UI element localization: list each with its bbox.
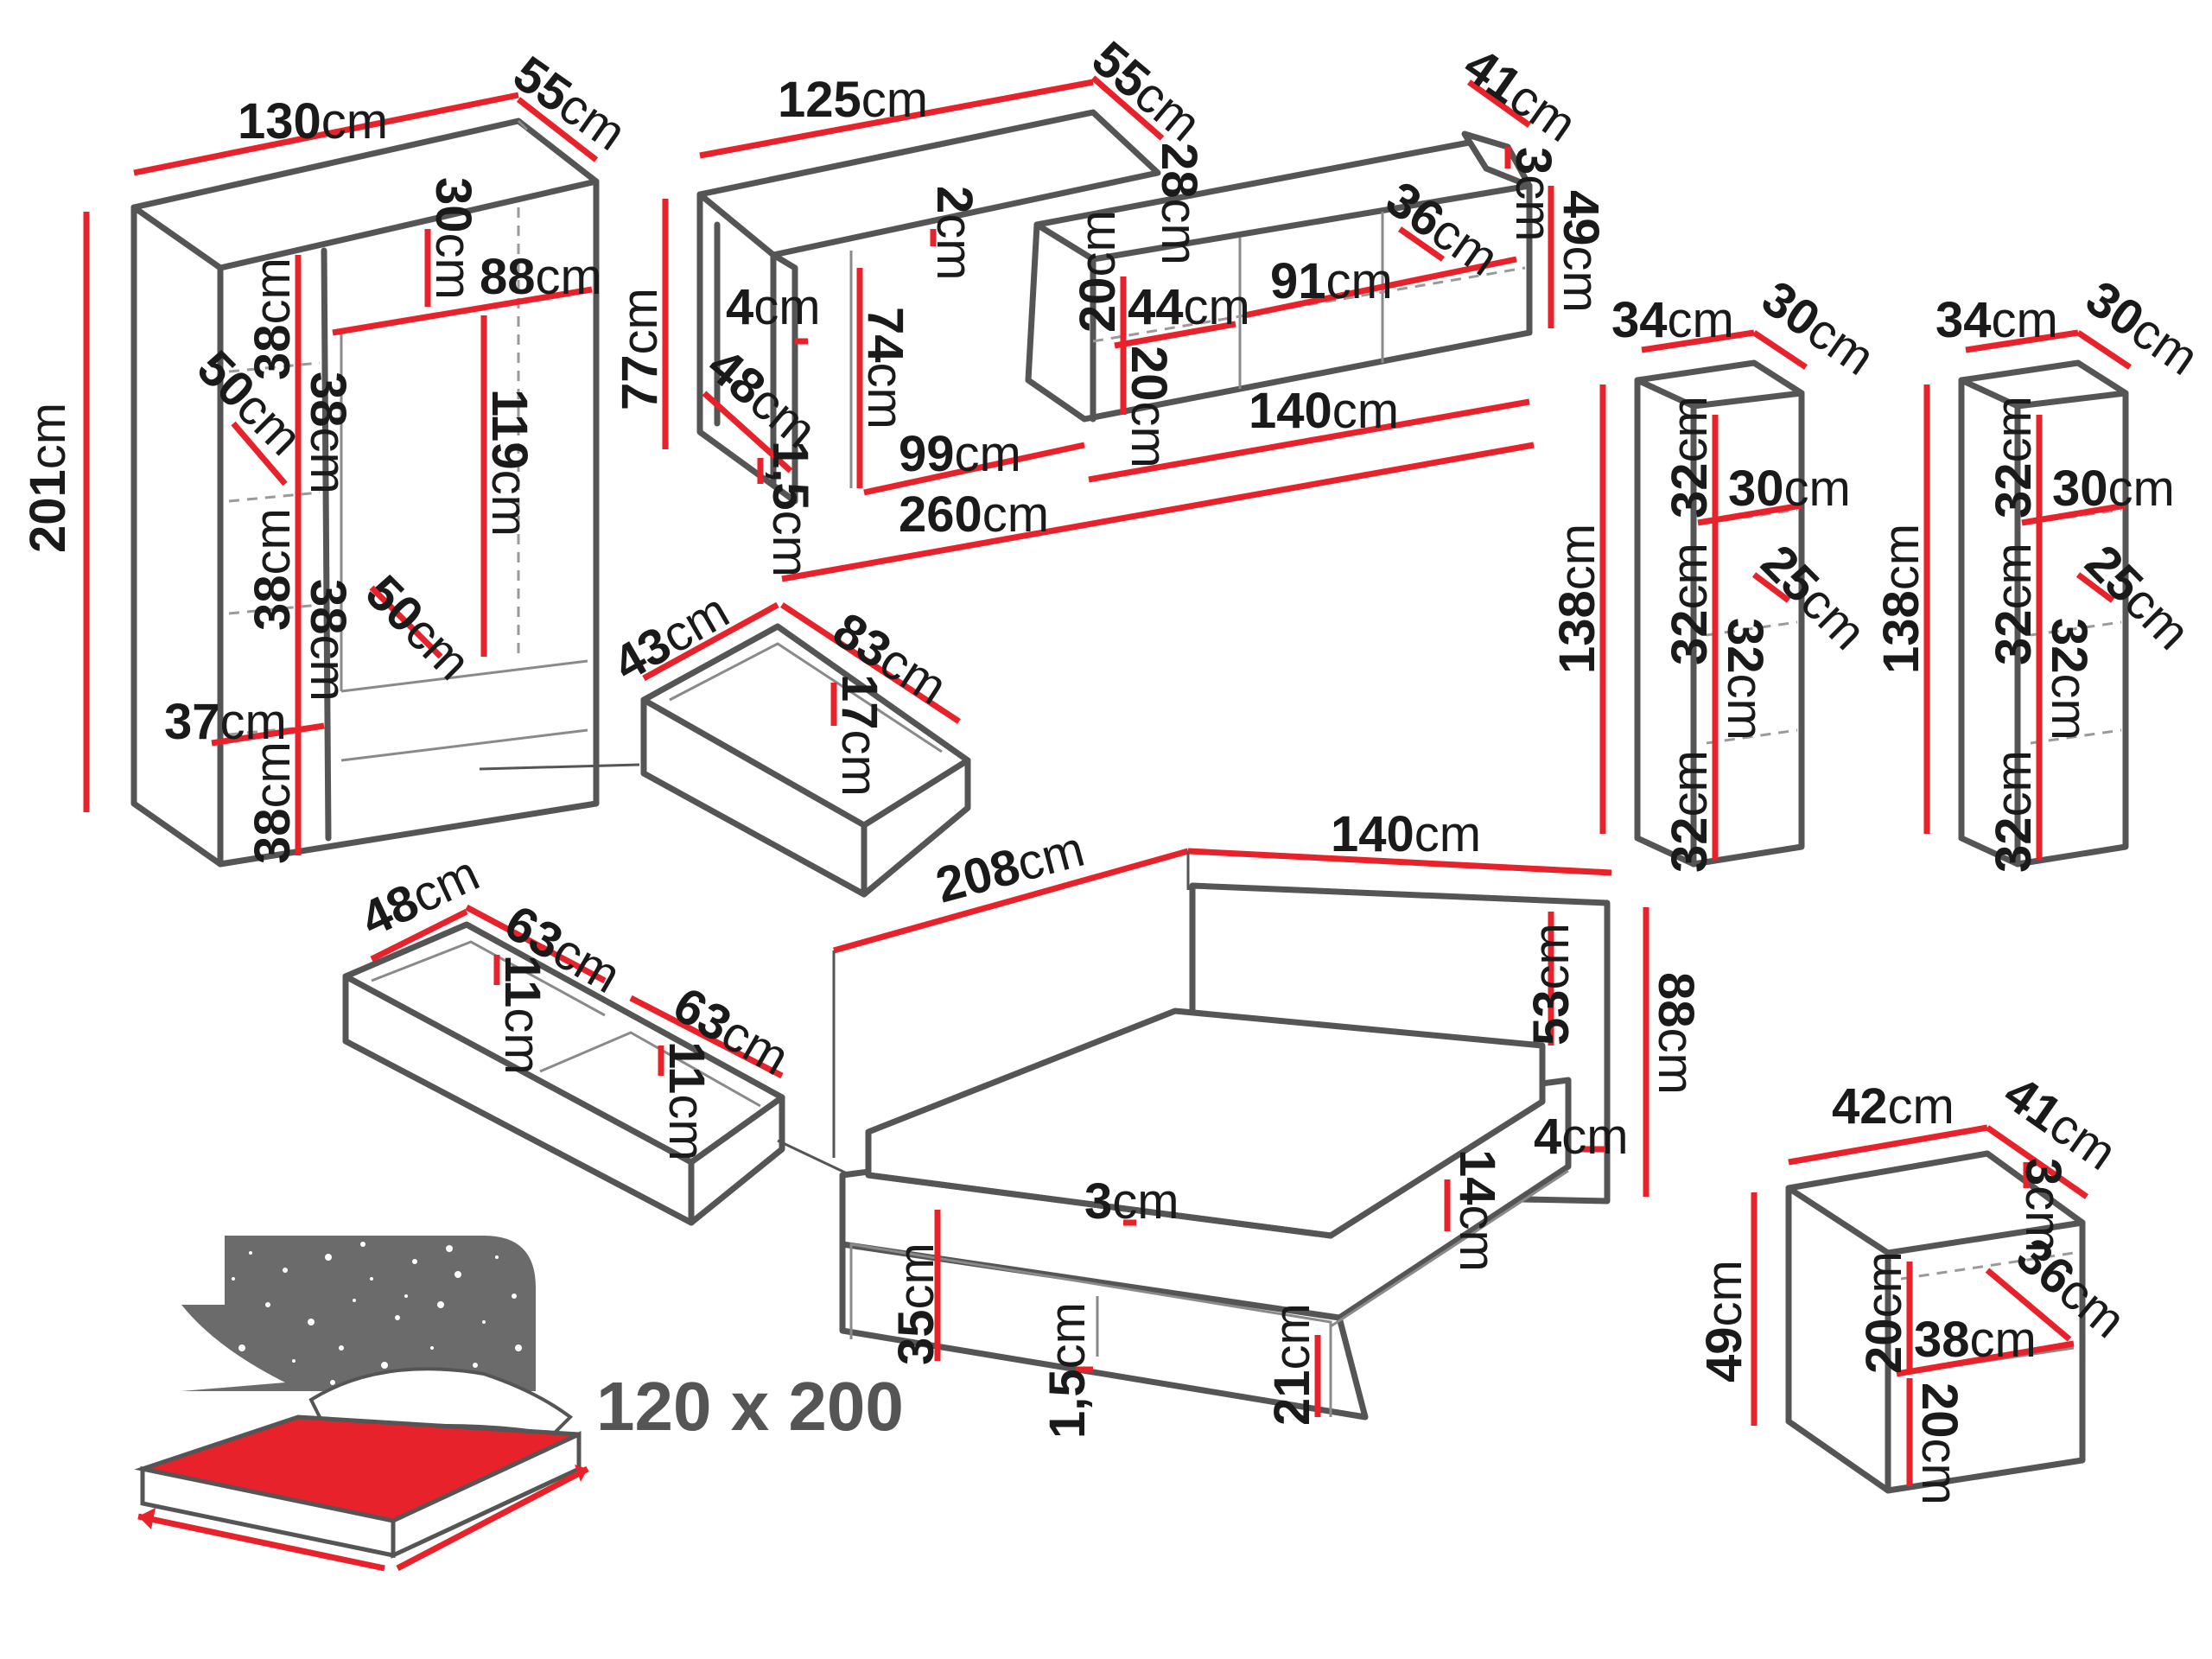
star-icon — [381, 1362, 388, 1369]
bookcase1-inner-w: 30cm — [1728, 461, 1851, 517]
bookcase2-depth-label: 30cm — [2076, 270, 2209, 386]
bookcase1-inner-h-2: 32cm — [1662, 543, 1718, 665]
desk-knee-label: 99cm — [899, 426, 1021, 482]
star-icon — [446, 1245, 453, 1252]
shelf-compartment-h-label: 20cm — [1070, 210, 1126, 333]
bookcase-right: 34cm 30cm 138cm 32cm 30cm 25cm 32cm 32cm… — [1873, 270, 2209, 873]
star-icon — [232, 1277, 235, 1281]
mattress-icon: 120 x 200 — [134, 1236, 904, 1572]
star-icon — [473, 1363, 478, 1368]
star-icon — [353, 1299, 356, 1302]
star-icon — [412, 1259, 417, 1264]
nightstand-height-label: 49cm — [1696, 1260, 1752, 1382]
desk: 125cm 55cm 77cm 2cm 4cm 74cm 48cm 1,5cm … — [612, 30, 1535, 582]
wardrobe-inner-label-10: 37cm — [164, 694, 287, 750]
bed-drawer-height-label-1: 11cm — [494, 955, 550, 1075]
wardrobe-inner-label-6: 119cm — [481, 389, 537, 537]
star-icon — [238, 1344, 245, 1351]
bed-headboard-label: 53cm — [1523, 923, 1580, 1046]
bookcase1-width-label: 34cm — [1611, 292, 1734, 348]
bed-leg-label: 1,5cm — [1039, 1302, 1096, 1439]
desk-side-label: 4cm — [726, 279, 821, 335]
star-icon — [495, 1255, 499, 1259]
wardrobe-inner-label-8: 38cm — [300, 579, 356, 702]
star-icon — [370, 1277, 373, 1281]
wardrobe-width-label: 130cm — [238, 93, 388, 149]
desk-foot-label: 1,5cm — [762, 441, 818, 577]
bed: 208cm 140cm 53cm 88cm 4cm 3cm 14cm 35cm … — [832, 806, 1704, 1439]
mattress-size-label: 120 x 200 — [596, 1368, 904, 1445]
star-icon — [339, 1345, 344, 1351]
nightstand-compart-w-label: 38cm — [1914, 1312, 2037, 1368]
bed-width-label: 140cm — [1331, 806, 1481, 862]
bed-drawer-height-label-2: 11cm — [658, 1041, 715, 1161]
star-icon — [292, 1359, 296, 1363]
star-icon — [360, 1242, 365, 1247]
star-icon — [308, 1319, 315, 1325]
bed-frame-top-label: 3cm — [1084, 1173, 1179, 1230]
shelf-compartment-w-label: 44cm — [1128, 279, 1250, 335]
bed-side-rail-label: 14cm — [1449, 1149, 1505, 1272]
bookcase2-inner-w: 30cm — [2052, 461, 2175, 517]
star-icon — [395, 1315, 400, 1320]
star-icon — [482, 1320, 486, 1324]
bookcase2-inner-h-1: 32cm — [1986, 396, 2042, 518]
star-icon — [325, 1254, 332, 1261]
wardrobe-inner-label-5: 38cm — [300, 372, 356, 494]
shelf-width-label: 140cm — [1249, 383, 1399, 439]
nightstand-width-label: 42cm — [1832, 1078, 1955, 1135]
wardrobe-inner-label-3: 38cm — [245, 257, 301, 380]
wardrobe-inner-label-7: 38cm — [245, 508, 301, 631]
bookcase1-inner-h-3: 32cm — [1717, 618, 1773, 741]
bookcase1-height-label: 138cm — [1549, 524, 1605, 674]
bed-frame-height-label: 35cm — [888, 1243, 944, 1365]
desk-inner-height-label: 74cm — [857, 307, 913, 429]
drawer-height-label: 17cm — [831, 674, 887, 797]
wardrobe-inner-label-11: 38cm — [245, 741, 301, 864]
wardrobe: 130cm 55cm 201cm 30cm 88cm 38cm 50cm 38c… — [20, 45, 640, 868]
bed-total-height-label: 88cm — [1648, 972, 1704, 1095]
nightstand-lower-h-label: 20cm — [1911, 1382, 1967, 1505]
wardrobe-drawer: 43cm 83cm 17cm — [604, 582, 971, 898]
star-icon — [515, 1344, 522, 1351]
desk-total-label: 260cm — [899, 486, 1049, 543]
nightstand: 42cm 41cm 49cm 3cm 36cm 20cm 38cm 20cm — [1696, 1065, 2136, 1504]
desk-top-label: 2cm — [926, 186, 982, 281]
wardrobe-inner-label-2: 88cm — [480, 249, 602, 305]
desk-width-label: 125cm — [778, 72, 928, 128]
star-icon — [249, 1251, 252, 1255]
bookcase2-inner-h-3: 32cm — [2041, 618, 2097, 741]
bookcase1-inner-h-1: 32cm — [1662, 396, 1718, 518]
star-icon — [265, 1302, 270, 1307]
star-icon — [437, 1301, 444, 1308]
desk-height-label: 77cm — [612, 288, 668, 410]
shelf-height-label: 49cm — [1553, 190, 1609, 313]
bed-clearance-label: 21cm — [1264, 1303, 1320, 1426]
bookcase2-inner-h-2: 32cm — [1986, 543, 2042, 665]
wardrobe-inner-label-1: 30cm — [425, 177, 481, 300]
shelf-back-label: 28cm — [1151, 143, 1207, 265]
star-icon — [330, 1380, 335, 1385]
nightstand-compart-h-label: 20cm — [1856, 1251, 1912, 1374]
bed-headboard-thick-label: 4cm — [1534, 1109, 1629, 1165]
shelf-middle-w-label: 91cm — [1270, 253, 1393, 309]
star-icon — [454, 1271, 461, 1278]
wardrobe-height-label: 201cm — [20, 403, 76, 553]
star-icon — [430, 1346, 434, 1350]
bookcase1-depth-label: 30cm — [1752, 270, 1885, 386]
nightstand-top-label: 3cm — [2015, 1158, 2071, 1253]
bookcase2-inner-h-4: 32cm — [1986, 750, 2042, 873]
star-icon — [512, 1294, 517, 1299]
bookcase1-inner-h-4: 32cm — [1662, 750, 1718, 873]
bookcase-left: 34cm 30cm 138cm 32cm 30cm 25cm 32cm 32cm… — [1549, 270, 1885, 873]
bookcase2-height-label: 138cm — [1873, 524, 1929, 674]
star-icon — [404, 1294, 408, 1298]
shelf-lower-h-label: 20cm — [1121, 346, 1177, 468]
shelf-top-label: 3cm — [1505, 147, 1561, 242]
star-icon — [283, 1268, 288, 1273]
desk-shelf-unit: 41cm 3cm 28cm 49cm 36cm 20cm 44cm 91cm 2… — [1025, 36, 1609, 483]
bookcase2-width-label: 34cm — [1936, 292, 2058, 348]
night-sky-headboard — [181, 1236, 536, 1391]
